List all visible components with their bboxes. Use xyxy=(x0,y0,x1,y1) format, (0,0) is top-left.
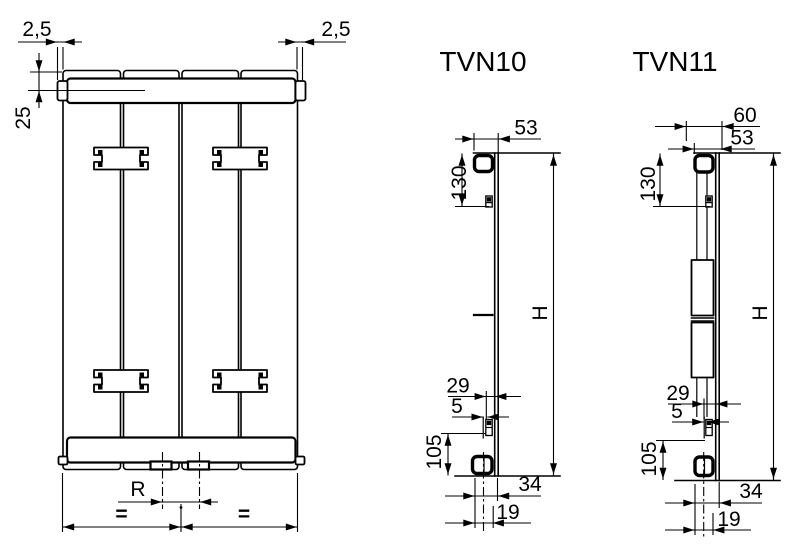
dim-foot-depth: 34 xyxy=(445,473,542,528)
connection-stub-right xyxy=(186,460,211,471)
dim-label-equal-left: = xyxy=(115,503,127,526)
dim-clip-gap: 5 xyxy=(671,400,729,426)
dim-label-clip-back: 29 xyxy=(446,375,469,398)
bottom-header-bar xyxy=(57,436,306,471)
dim-label-top-clip: 130 xyxy=(637,166,660,201)
tvn10-side-view: TVN10 53 130 xyxy=(423,46,561,533)
dim-height: H xyxy=(529,153,557,476)
dim-label-height: H xyxy=(749,305,772,320)
front-channel-upper xyxy=(696,172,708,260)
dim-total-depth: 60 xyxy=(655,104,760,150)
mounting-bracket xyxy=(212,369,268,393)
dim-label-clip-gap: 5 xyxy=(451,395,463,418)
dim-bottom-clip: 105 xyxy=(638,439,705,480)
dim-label-clip-gap: 5 xyxy=(671,400,683,423)
dim-label-bottom-clip: 105 xyxy=(423,434,446,469)
front-channel-lower xyxy=(696,377,708,417)
dim-connection-offset: 19 xyxy=(445,452,531,533)
front-panel-box-upper xyxy=(690,259,715,317)
dim-label-depth: 53 xyxy=(514,117,537,140)
dim-overhang-right: 2,5 xyxy=(278,18,351,80)
panel-profile xyxy=(714,152,721,482)
dim-label-connection-offset: 19 xyxy=(717,508,740,531)
dim-label-equal-right: = xyxy=(238,503,250,526)
dim-label-total-depth: 60 xyxy=(733,104,756,127)
dim-label-height: H xyxy=(529,305,552,320)
dim-label-connection-offset: 19 xyxy=(496,501,519,524)
dim-label-foot-depth: 34 xyxy=(518,473,542,496)
dim-connection-offset: 19 xyxy=(665,452,751,538)
dim-height: H xyxy=(749,153,777,480)
bottom-end-cap-left xyxy=(57,455,69,466)
dim-label-depth: 53 xyxy=(730,127,753,150)
mounting-bracket xyxy=(93,369,149,393)
dim-label-overhang-right: 2,5 xyxy=(321,18,350,41)
top-tube-section xyxy=(472,153,495,174)
header-end-cap-right xyxy=(294,80,307,102)
dim-top-clip: 130 xyxy=(637,153,710,208)
panel-profile xyxy=(493,152,500,477)
tvn10-title: TVN10 xyxy=(439,46,526,77)
tvn11-side-view: TVN11 60 xyxy=(632,46,781,538)
dim-label-clip-back: 29 xyxy=(666,382,689,405)
dim-top-clip: 130 xyxy=(448,153,489,208)
tvn11-title: TVN11 xyxy=(632,46,717,77)
dim-label-connection-pitch: R xyxy=(130,478,145,501)
dim-depth: 53 xyxy=(668,127,755,154)
bottom-end-cap-right xyxy=(294,455,306,466)
dim-header-offset: 25 xyxy=(12,53,145,130)
dim-label-bottom-clip: 105 xyxy=(638,441,661,476)
wall-clip-top xyxy=(705,195,713,208)
dim-clip-gap: 5 xyxy=(451,395,509,421)
dim-label-header-offset: 25 xyxy=(12,106,35,129)
front-view: 2,5 2,5 25 R xyxy=(12,18,351,532)
dim-label-overhang-left: 2,5 xyxy=(22,18,51,41)
top-tube-section xyxy=(693,153,715,174)
mounting-bracket xyxy=(212,146,268,171)
mounting-bracket xyxy=(93,146,149,171)
connection-stub-left xyxy=(149,460,173,471)
dim-equal-spans: = = xyxy=(61,473,299,532)
dim-clip-back: 29 xyxy=(666,382,741,419)
dim-label-top-clip: 130 xyxy=(448,165,471,200)
dim-label-foot-depth: 34 xyxy=(739,480,763,503)
wall-clip-bottom xyxy=(485,418,493,437)
wall-clip-top xyxy=(485,195,493,208)
dim-bottom-clip: 105 xyxy=(423,432,486,476)
dim-foot-depth: 34 xyxy=(665,480,763,535)
radiator-panels xyxy=(62,69,299,471)
dim-depth: 53 xyxy=(455,117,541,153)
dim-clip-back: 29 xyxy=(446,375,521,419)
front-panel-box-lower xyxy=(690,321,715,379)
bottom-tube-section xyxy=(470,454,494,476)
dim-overhang-left: 2,5 xyxy=(18,18,82,80)
